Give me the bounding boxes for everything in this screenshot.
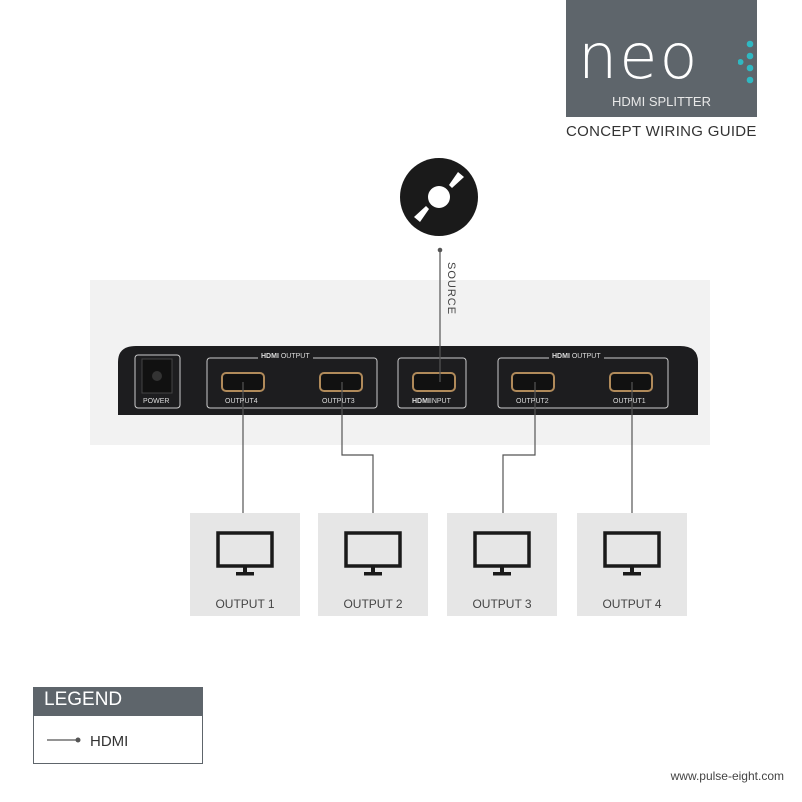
port-label: OUTPUT4 (225, 398, 258, 405)
output-label: OUTPUT 3 (472, 597, 532, 611)
output-display-1: OUTPUT 1 (190, 513, 300, 616)
hdmi-cables (242, 250, 633, 516)
power-label: POWER (143, 398, 170, 405)
splitter-device (118, 346, 698, 415)
legend-title: LEGEND (34, 688, 202, 716)
monitor-icon (216, 531, 274, 576)
hdmi-mark: HDMI (261, 353, 279, 360)
output-group-label: OUTPUT (280, 353, 310, 360)
disc-icon (400, 158, 478, 236)
power-frame (134, 354, 181, 409)
legend-item: HDMI (90, 733, 129, 750)
logo-panel (566, 0, 757, 117)
logo-text: neo (578, 20, 700, 93)
input-label: INPUT (429, 398, 451, 405)
output-display-3: OUTPUT 3 (447, 513, 557, 616)
output-display-4: OUTPUT 4 (577, 513, 687, 616)
output-label: OUTPUT 1 (215, 597, 275, 611)
hdmi-ports (221, 372, 653, 392)
port-label: OUTPUT1 (613, 398, 646, 405)
monitor-icon (473, 531, 531, 576)
monitor-icon (603, 531, 661, 576)
hdmi-mark: HDMI (552, 353, 570, 360)
port-label: OUTPUT2 (516, 398, 549, 405)
hdmi-line-icon (47, 737, 81, 743)
monitor-icon (344, 531, 402, 576)
output-label: OUTPUT 2 (343, 597, 403, 611)
hdmi-mark: HDMI (412, 398, 430, 405)
legend: LEGEND HDMI (33, 687, 203, 764)
input-frame (397, 357, 467, 409)
guide-title: CONCEPT WIRING GUIDE (566, 123, 757, 140)
port-label: OUTPUT3 (322, 398, 355, 405)
output-label: OUTPUT 4 (602, 597, 662, 611)
logo-dots-icon (738, 40, 754, 84)
website-url: www.pulse-eight.com (670, 769, 784, 783)
output-display-2: OUTPUT 2 (318, 513, 428, 616)
source-label: SOURCE (445, 262, 457, 316)
product-name: HDMI SPLITTER (612, 94, 711, 109)
output-group-label: OUTPUT (571, 353, 601, 360)
